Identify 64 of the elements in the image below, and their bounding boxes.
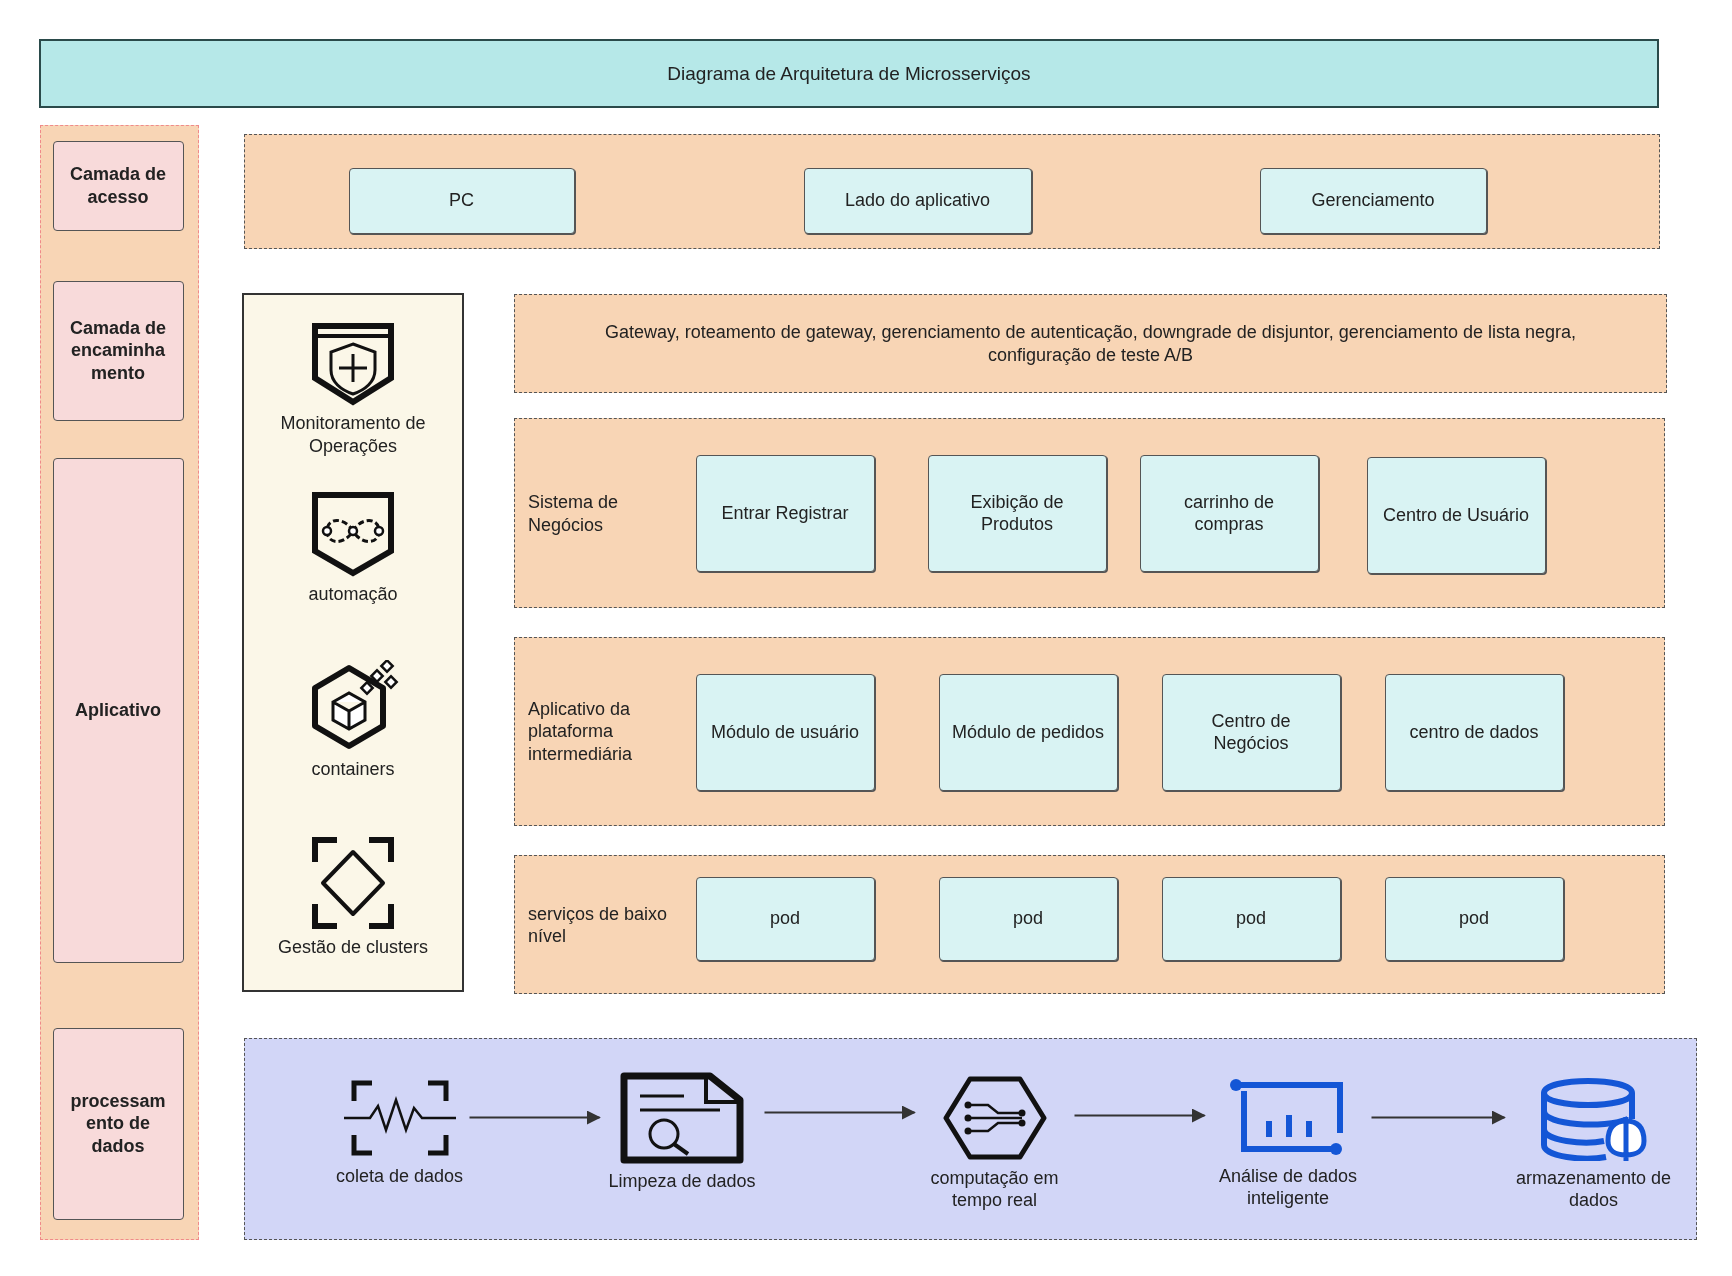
service-box: [1384, 673, 1564, 791]
box-label: Centro de Usuário: [1382, 503, 1530, 527]
service-box: [1384, 876, 1564, 961]
box-label: pod: [769, 907, 800, 930]
service-box: [927, 454, 1107, 572]
service-box: [1259, 167, 1487, 234]
layer-band: [514, 855, 1665, 994]
box-label: Módulo de usuário: [710, 720, 860, 744]
layer-box: [52, 1027, 184, 1220]
tools-panel: [242, 293, 464, 992]
layer-label: Camada de acesso: [68, 163, 167, 208]
icon-caption: Limpeza de dados: [608, 1169, 756, 1192]
icon-caption: containers: [311, 758, 395, 781]
service-box: [695, 454, 875, 572]
service-box: [1139, 454, 1319, 572]
box-label: pod: [1458, 907, 1489, 930]
service-box: [695, 876, 875, 961]
band-label: serviços de baixo nível: [528, 902, 669, 947]
layer-band: [40, 125, 199, 1240]
box-label: Centro de Negócios: [1210, 709, 1292, 755]
box-label: centro de dados: [1409, 720, 1539, 744]
box-label: Módulo de pedidos: [951, 720, 1105, 744]
layer-label: Aplicativo: [75, 698, 161, 722]
band-label: Sistema de Negócios: [528, 490, 620, 536]
layer-band: [514, 637, 1665, 826]
gateway-text: Gateway, roteamento de gateway, gerenciamento de autenticação, downgrade de disjuntor, gerenciamento de lista negra, configuração de teste A/B: [604, 321, 1577, 366]
icon-caption: coleta de dados: [335, 1164, 464, 1187]
layer-label: processamento de dados: [69, 1089, 167, 1158]
gateway-band: [514, 294, 1667, 393]
icon-caption: Monitoramento de Operações: [279, 412, 427, 457]
box-label: carrinho de compras: [1182, 490, 1276, 536]
icon-caption: automação: [308, 583, 398, 606]
layer-band: [514, 418, 1665, 608]
box-label: Exibição de Produtos: [969, 490, 1065, 536]
layer-box: [52, 457, 184, 963]
service-box: [1161, 673, 1341, 791]
service-box: [1161, 876, 1341, 961]
service-box: [348, 167, 575, 234]
service-box: [938, 876, 1118, 961]
box-label: PC: [449, 189, 474, 212]
arrow: [1073, 1108, 1206, 1123]
box-label: Entrar Registrar: [721, 501, 849, 525]
box-label: Gerenciamento: [1311, 189, 1435, 212]
arrow: [468, 1110, 601, 1125]
arrow: [1370, 1110, 1506, 1125]
layer-box: [52, 140, 184, 231]
icon-caption: Análise de dados inteligente: [1217, 1164, 1359, 1210]
box-label: Lado do aplicativo: [844, 189, 991, 212]
arrow: [763, 1105, 916, 1120]
box-label: pod: [1235, 907, 1266, 930]
icon-caption: computação em tempo real: [929, 1166, 1060, 1212]
layer-label: Camada de encaminhamento: [68, 316, 167, 385]
service-box: [803, 167, 1032, 234]
data-band: [244, 1038, 1697, 1240]
service-box: [695, 673, 875, 791]
service-box: [1366, 456, 1546, 574]
layer-band: [244, 134, 1660, 249]
icon-caption: Gestão de clusters: [277, 936, 429, 959]
service-box: [938, 673, 1118, 791]
layer-box: [52, 280, 184, 421]
box-label: pod: [1012, 907, 1043, 930]
diagram-title: Diagrama de Arquitetura de Microsserviços: [667, 62, 1031, 85]
band-label: Aplicativo da plataforma intermediária: [528, 697, 634, 766]
icon-caption: armazenamento de dados: [1514, 1166, 1673, 1212]
